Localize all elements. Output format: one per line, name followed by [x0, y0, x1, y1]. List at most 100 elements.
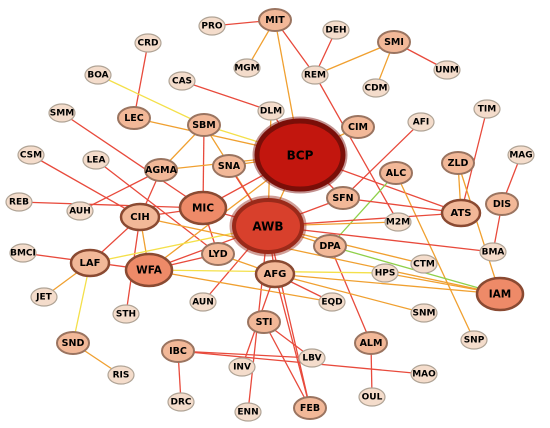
- node-shape: [82, 150, 110, 170]
- node-csm[interactable]: CSM: [17, 145, 45, 165]
- node-shape: [441, 151, 475, 175]
- node-shape: [178, 190, 228, 226]
- node-shape: [371, 263, 399, 283]
- node-shape: [298, 348, 326, 368]
- node-dpa[interactable]: DPA: [313, 234, 347, 258]
- node-auh[interactable]: AUH: [66, 201, 94, 221]
- node-enn[interactable]: ENN: [234, 402, 262, 422]
- node-shape: [379, 161, 413, 185]
- node-sna[interactable]: SNA: [212, 154, 246, 178]
- node-aun[interactable]: AUN: [189, 292, 217, 312]
- node-oul[interactable]: OUL: [358, 387, 386, 407]
- node-mag[interactable]: MAG: [507, 145, 535, 165]
- edge-smm-mic: [61, 112, 204, 209]
- node-lec[interactable]: LEC: [117, 106, 151, 130]
- node-dlm[interactable]: DLM: [257, 101, 285, 121]
- node-shape: [48, 103, 76, 123]
- node-shape: [66, 201, 94, 221]
- node-reb[interactable]: REB: [5, 192, 33, 212]
- node-shape: [358, 387, 386, 407]
- node-wfa[interactable]: WFA: [124, 252, 174, 288]
- node-lea[interactable]: LEA: [82, 150, 110, 170]
- node-shape: [124, 252, 174, 288]
- node-zld[interactable]: ZLD: [441, 151, 475, 175]
- node-bma[interactable]: BMA: [479, 242, 507, 262]
- node-inv[interactable]: INV: [228, 357, 256, 377]
- node-shape: [433, 60, 461, 80]
- node-shape: [318, 292, 346, 312]
- node-bcp[interactable]: BCP: [252, 116, 348, 194]
- node-ris[interactable]: RIS: [107, 365, 135, 385]
- node-mic[interactable]: MIC: [178, 190, 228, 226]
- node-shape: [212, 154, 246, 178]
- node-laf[interactable]: LAF: [69, 248, 111, 278]
- node-agma[interactable]: AGMA: [144, 158, 178, 182]
- node-unm[interactable]: UNM: [433, 60, 461, 80]
- node-eqd[interactable]: EQD: [318, 292, 346, 312]
- node-shape: [144, 158, 178, 182]
- node-sth[interactable]: STH: [112, 304, 140, 324]
- node-cim[interactable]: CIM: [341, 115, 375, 139]
- node-hps[interactable]: HPS: [371, 263, 399, 283]
- node-smi[interactable]: SMI: [377, 30, 411, 54]
- node-shape: [460, 330, 488, 350]
- node-ibc[interactable]: IBC: [161, 339, 195, 363]
- node-m2m[interactable]: M2M: [384, 212, 412, 232]
- node-shape: [189, 292, 217, 312]
- node-shape: [201, 242, 235, 266]
- node-shape: [407, 112, 435, 132]
- node-jet[interactable]: JET: [30, 287, 58, 307]
- node-shape: [168, 71, 196, 91]
- node-sbm[interactable]: SBM: [187, 113, 221, 137]
- node-feb[interactable]: FEB: [293, 396, 327, 420]
- node-alm[interactable]: ALM: [354, 331, 388, 355]
- edge-rem-m2m: [314, 74, 399, 223]
- node-cdm[interactable]: CDM: [362, 78, 390, 98]
- node-shape: [377, 30, 411, 54]
- node-snp[interactable]: SNP: [460, 330, 488, 350]
- node-drc[interactable]: DRC: [167, 392, 195, 412]
- node-deh[interactable]: DEH: [322, 20, 350, 40]
- node-mgm[interactable]: MGM: [233, 58, 261, 78]
- node-shape: [254, 118, 346, 192]
- node-snm[interactable]: SNM: [410, 303, 438, 323]
- node-lyd[interactable]: LYD: [201, 242, 235, 266]
- node-smm[interactable]: SMM: [48, 103, 76, 123]
- node-shape: [84, 65, 112, 85]
- node-alc[interactable]: ALC: [379, 161, 413, 185]
- node-rem[interactable]: REM: [301, 65, 329, 85]
- node-shape: [233, 58, 261, 78]
- node-boa[interactable]: BOA: [84, 65, 112, 85]
- node-dis[interactable]: DIS: [485, 192, 519, 216]
- node-lbv[interactable]: LBV: [298, 348, 326, 368]
- node-sfn[interactable]: SFN: [326, 186, 360, 210]
- node-mao[interactable]: MAO: [410, 364, 438, 384]
- node-cas[interactable]: CAS: [168, 71, 196, 91]
- node-halo: [229, 195, 307, 257]
- edge-alc-snp: [395, 172, 475, 341]
- node-shape: [134, 33, 162, 53]
- edge-awb-bma: [267, 225, 494, 253]
- node-tim[interactable]: TIM: [473, 99, 501, 119]
- edge-dpa-alm: [329, 245, 372, 344]
- node-afi[interactable]: AFI: [407, 112, 435, 132]
- node-shape: [254, 259, 296, 289]
- node-shape: [198, 16, 226, 36]
- node-shape: [301, 65, 329, 85]
- node-shape: [313, 234, 347, 258]
- node-ats[interactable]: ATS: [440, 198, 482, 228]
- node-cih[interactable]: CIH: [119, 202, 161, 232]
- edge-sti-feb: [263, 321, 311, 409]
- node-sti[interactable]: STI: [247, 310, 281, 334]
- node-pro[interactable]: PRO: [198, 16, 226, 36]
- node-snd[interactable]: SND: [56, 331, 90, 355]
- node-bmci[interactable]: BMCI: [9, 243, 37, 263]
- node-shape: [485, 192, 519, 216]
- node-ctm[interactable]: CTM: [410, 254, 438, 274]
- node-crd[interactable]: CRD: [134, 33, 162, 53]
- node-afg[interactable]: AFG: [254, 259, 296, 289]
- node-mit[interactable]: MIT: [258, 8, 292, 32]
- node-awb[interactable]: AWB: [229, 195, 307, 257]
- node-iam[interactable]: IAM: [475, 276, 525, 312]
